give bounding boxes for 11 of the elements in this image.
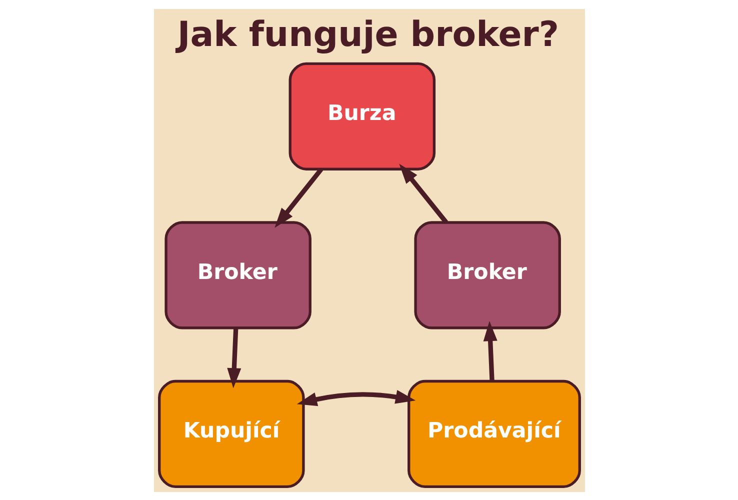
node-box: Kupující: [158, 379, 304, 488]
arrow: [398, 163, 448, 224]
arrow: [296, 389, 416, 406]
node-box: Burza: [288, 62, 436, 170]
node-box: Broker: [164, 220, 311, 329]
node-box: Broker: [414, 220, 560, 329]
diagram-title: Jak funguje broker?: [176, 14, 558, 55]
arrow: [274, 167, 323, 228]
arrow: [226, 327, 241, 388]
arrow: [482, 320, 497, 381]
node-box: Prodávající: [407, 379, 580, 488]
